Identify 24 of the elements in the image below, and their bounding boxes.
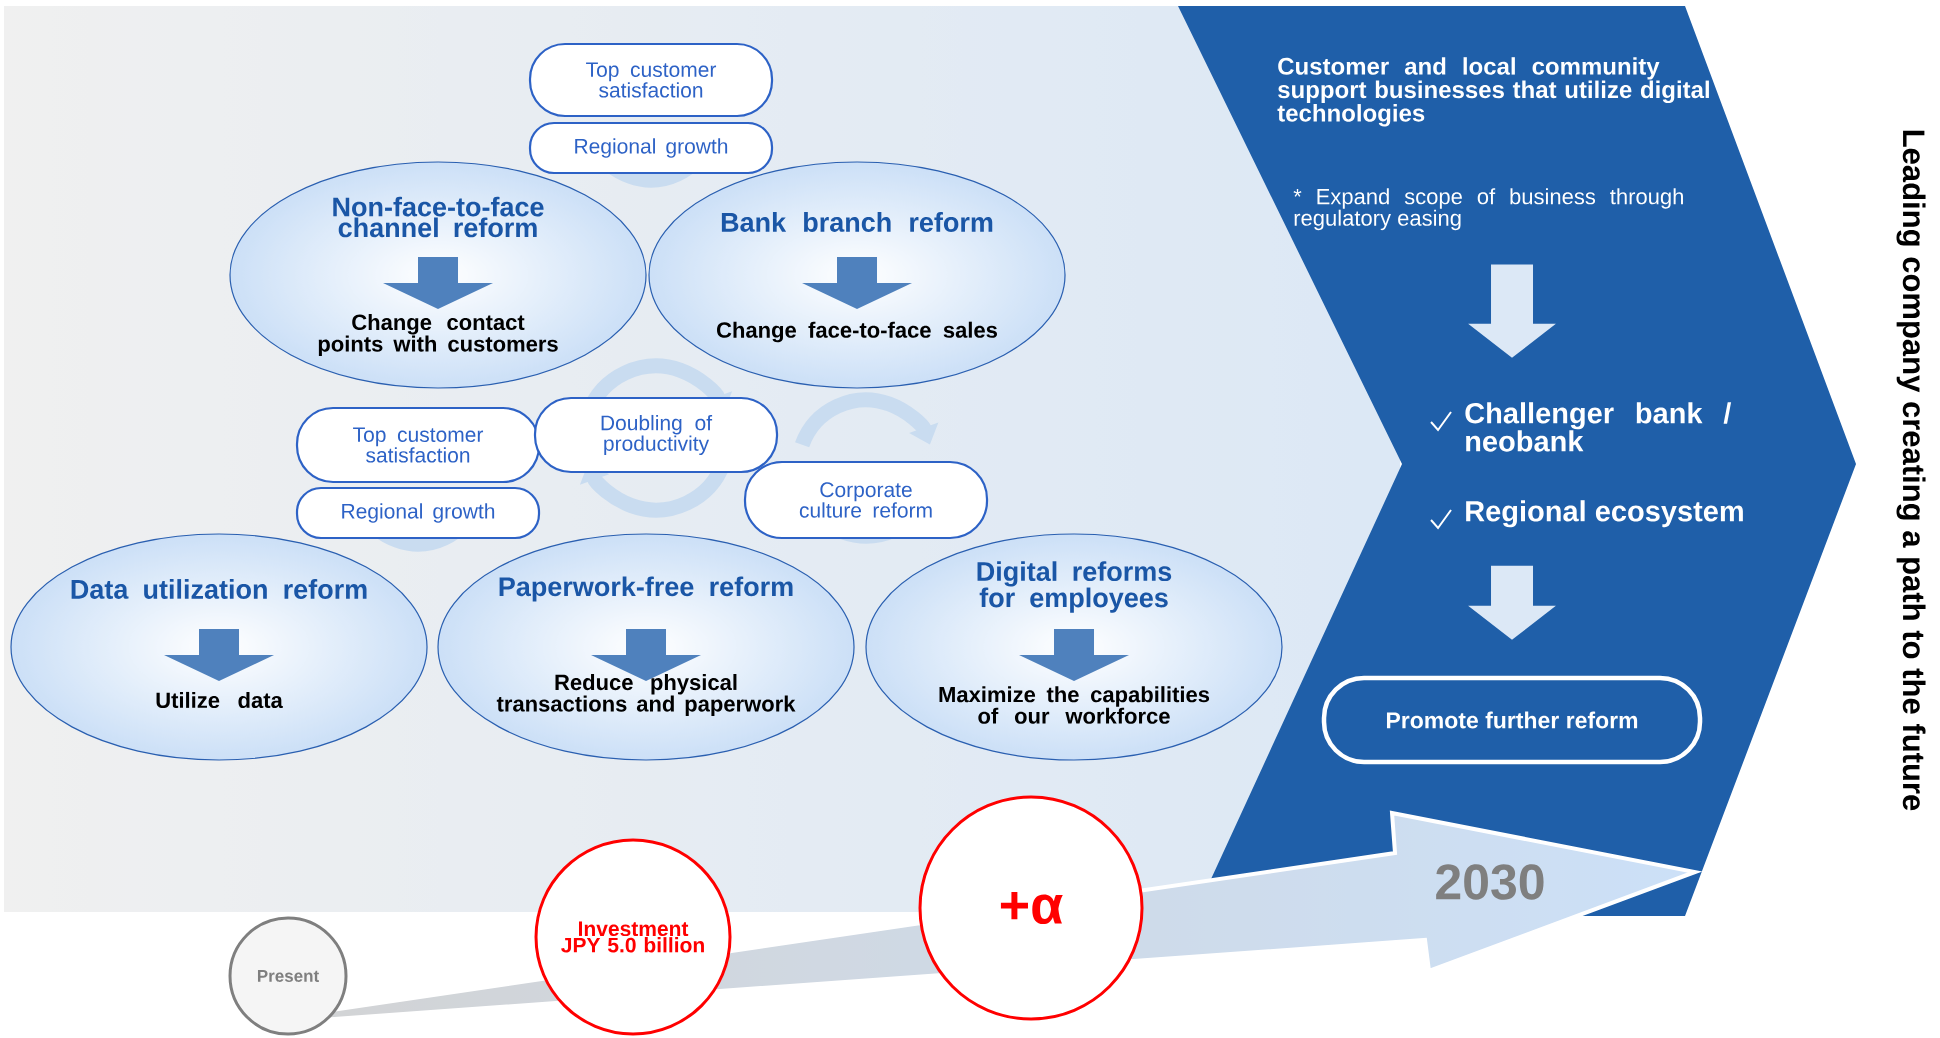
- node-label: Utilize data: [156, 691, 283, 709]
- year-label: 2030: [1436, 864, 1544, 900]
- node-label: Change face-to-face sales: [717, 321, 997, 343]
- checklist-item: Regional ecosystem: [1430, 500, 1743, 530]
- label-pill: Corporate culture reform: [743, 460, 989, 540]
- heading-text: Customer and local community support businesses that utilize digital technologies: [1277, 57, 1709, 127]
- node-label: Non-face-to-face channel reform: [333, 196, 544, 238]
- node-label: Reduce physical transactions and paperwork: [496, 673, 796, 716]
- node-label: +α: [1000, 891, 1063, 925]
- node-label: Digital reforms for employees: [977, 561, 1172, 613]
- label-pill: Regional growth: [295, 486, 541, 540]
- node-label: Maximize the capabilities of our workforce: [939, 686, 1210, 724]
- node-label: Change contact points with customers: [318, 313, 558, 357]
- vertical-title: Leading company creating a path to the future: [1896, 130, 1926, 811]
- reform-button: Promote further reform: [1321, 675, 1703, 765]
- label-pill: Top customer satisfaction: [528, 42, 774, 118]
- label-pill: Regional growth: [528, 121, 774, 175]
- label-pill: Top customer satisfaction: [295, 406, 541, 484]
- node-label: Paperwork-free reform: [499, 576, 793, 602]
- label-pill: Doubling of productivity: [533, 396, 779, 474]
- node-label: Data utilization reform: [71, 579, 367, 599]
- note-text: * Expand scope of business through regulatory easing: [1293, 188, 1683, 231]
- node-label: Bank branch reform: [721, 212, 993, 232]
- checklist-item: Challenger bank / neobank: [1430, 402, 1732, 452]
